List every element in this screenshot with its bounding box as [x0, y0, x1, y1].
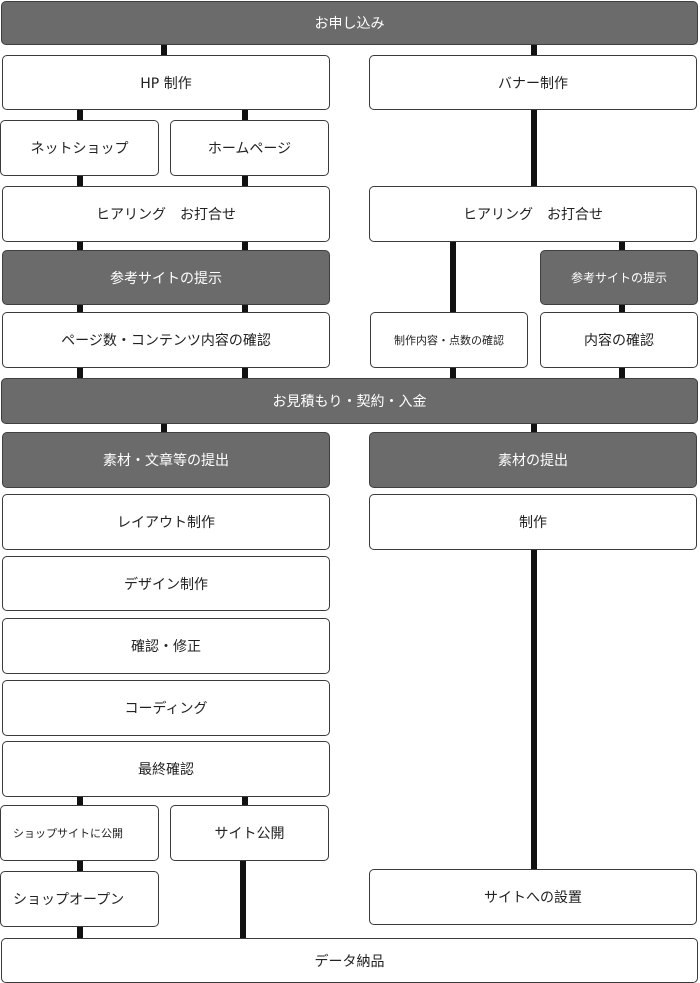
connector	[531, 548, 537, 870]
connector	[77, 303, 83, 313]
final-check-box: 最終確認	[2, 741, 330, 797]
hp-materials-box: 素材・文章等の提出	[2, 432, 330, 488]
connector	[77, 109, 83, 121]
connector	[619, 367, 625, 379]
connector	[77, 796, 83, 806]
connector	[161, 44, 167, 56]
data-delivery-box: データ納品	[1, 938, 698, 983]
banner-materials-box: 素材の提出	[369, 432, 697, 488]
pages-content-confirm-box: ページ数・コンテンツ内容の確認	[2, 312, 330, 368]
connector	[531, 423, 537, 433]
connector	[242, 241, 248, 251]
netshop-box: ネットショップ	[0, 120, 159, 176]
connector	[242, 175, 248, 187]
site-publish-box: サイト公開	[170, 805, 329, 861]
coding-box: コーディング	[2, 680, 330, 736]
connector	[619, 303, 625, 313]
banner-hearing-box: ヒアリング お打合せ	[369, 186, 697, 242]
banner-production-box: バナー制作	[369, 55, 697, 110]
connector	[242, 367, 248, 379]
shop-open-box: ショップオープン	[0, 871, 159, 927]
content-count-confirm-box: 制作内容・点数の確認	[370, 312, 528, 368]
check-fix-box: 確認・修正	[2, 618, 330, 674]
connector	[77, 860, 83, 872]
connector	[531, 44, 537, 56]
apply-box: お申し込み	[1, 1, 698, 45]
connector	[450, 367, 456, 379]
site-install-box: サイトへの設置	[369, 869, 697, 925]
hp-production-box: HP 制作	[2, 55, 330, 110]
hp-hearing-box: ヒアリング お打合せ	[2, 186, 330, 242]
connector	[77, 926, 83, 939]
banner-reference-box: 参考サイトの提示	[540, 250, 698, 305]
connector	[242, 303, 248, 313]
connector	[161, 423, 167, 433]
shop-site-publish-box: ショップサイトに公開	[0, 805, 159, 861]
design-production-box: デザイン制作	[2, 556, 330, 611]
connector	[240, 860, 246, 939]
estimate-contract-payment-box: お見積もり・契約・入金	[1, 378, 698, 424]
hp-reference-box: 参考サイトの提示	[2, 250, 330, 305]
connector	[242, 796, 248, 806]
banner-make-box: 制作	[369, 494, 697, 550]
homepage-box: ホームページ	[170, 120, 329, 176]
connector	[77, 241, 83, 251]
connector	[242, 109, 248, 121]
content-confirm-box: 内容の確認	[540, 312, 698, 368]
connector	[77, 175, 83, 187]
connector	[77, 367, 83, 379]
connector	[619, 241, 625, 251]
connector	[531, 109, 537, 187]
connector	[450, 241, 456, 313]
layout-production-box: レイアウト制作	[2, 494, 330, 550]
